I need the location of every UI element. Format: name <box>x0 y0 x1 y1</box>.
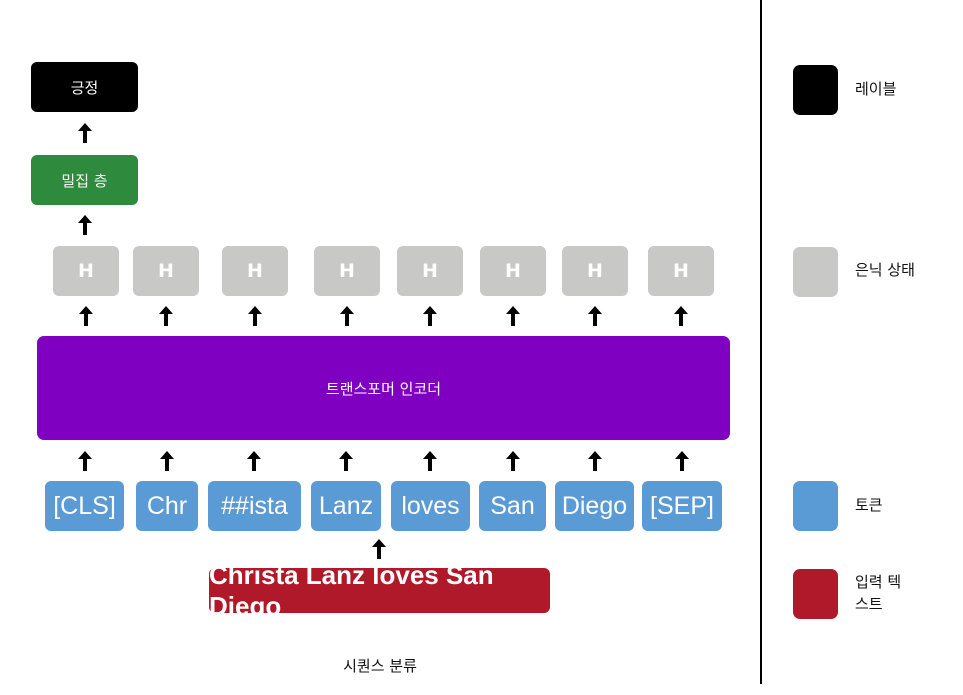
hidden-state-box: H <box>222 246 288 296</box>
legend-swatch-token <box>793 481 838 531</box>
up-arrow-icon <box>78 123 92 143</box>
legend-text-token: 토큰 <box>855 496 883 514</box>
token-box: ##ista <box>208 481 301 531</box>
hidden-state-text: H <box>339 260 355 282</box>
hidden-state-text: H <box>247 260 263 282</box>
up-arrow-icon <box>674 306 688 326</box>
token-text: Chr <box>146 491 188 520</box>
token-text: Lanz <box>318 491 374 520</box>
legend-text-label: 레이블 <box>855 80 897 98</box>
hidden-state-text: H <box>673 260 689 282</box>
diagram-caption: 시퀀스 분류 <box>343 657 417 675</box>
hidden-state-box: H <box>314 246 380 296</box>
up-arrow-icon <box>506 306 520 326</box>
token-text: [CLS] <box>53 491 116 520</box>
legend-swatch-input-text <box>793 569 838 619</box>
up-arrow-icon <box>247 451 261 471</box>
legend-divider <box>760 0 762 684</box>
up-arrow-icon <box>78 215 92 235</box>
hidden-state-text: H <box>158 260 174 282</box>
hidden-state-box: H <box>648 246 714 296</box>
up-arrow-icon <box>78 451 92 471</box>
hidden-state-box: H <box>133 246 199 296</box>
hidden-state-box: H <box>53 246 119 296</box>
token-box: San <box>479 481 546 531</box>
legend-swatch-hidden-state <box>793 247 838 297</box>
input-text-box: Christa Lanz loves San Diego <box>209 560 550 621</box>
token-box: [SEP] <box>642 481 722 531</box>
output-label-box: 긍정 <box>31 62 138 112</box>
token-text: Diego <box>561 491 628 520</box>
token-box: [CLS] <box>45 481 124 531</box>
hidden-state-text: H <box>422 260 438 282</box>
up-arrow-icon <box>160 451 174 471</box>
up-arrow-icon <box>588 451 602 471</box>
hidden-state-box: H <box>562 246 628 296</box>
hidden-state-text: H <box>78 260 94 282</box>
token-text: San <box>490 491 535 520</box>
hidden-state-text: H <box>505 260 521 282</box>
legend-text-input-text: 입력 텍스트 <box>855 573 902 613</box>
token-text: ##ista <box>221 491 288 520</box>
up-arrow-icon <box>675 451 689 471</box>
up-arrow-icon <box>423 306 437 326</box>
legend-text-hidden-state: 은닉 상태 <box>855 261 915 279</box>
up-arrow-icon <box>588 306 602 326</box>
hidden-state-box: H <box>480 246 546 296</box>
up-arrow-icon <box>79 306 93 326</box>
token-box: loves <box>391 481 470 531</box>
up-arrow-icon <box>506 451 520 471</box>
token-box: Diego <box>555 481 634 531</box>
transformer-encoder-box: 트랜스포머 인코더 <box>37 336 730 440</box>
dense-layer-text: 밀집 층 <box>61 171 108 190</box>
token-box: Chr <box>136 481 198 531</box>
up-arrow-icon <box>423 451 437 471</box>
token-text: [SEP] <box>650 491 714 520</box>
token-text: loves <box>401 491 460 520</box>
token-box: Lanz <box>311 481 381 531</box>
up-arrow-icon <box>159 306 173 326</box>
output-label-text: 긍정 <box>70 78 99 97</box>
legend-swatch-label <box>793 65 838 115</box>
transformer-encoder-text: 트랜스포머 인코더 <box>325 379 442 398</box>
dense-layer-box: 밀집 층 <box>31 155 138 205</box>
up-arrow-icon <box>340 306 354 326</box>
hidden-state-box: H <box>397 246 463 296</box>
up-arrow-icon <box>248 306 262 326</box>
up-arrow-icon <box>372 539 386 559</box>
input-text: Christa Lanz loves San Diego <box>209 559 494 621</box>
hidden-state-text: H <box>587 260 603 282</box>
up-arrow-icon <box>339 451 353 471</box>
